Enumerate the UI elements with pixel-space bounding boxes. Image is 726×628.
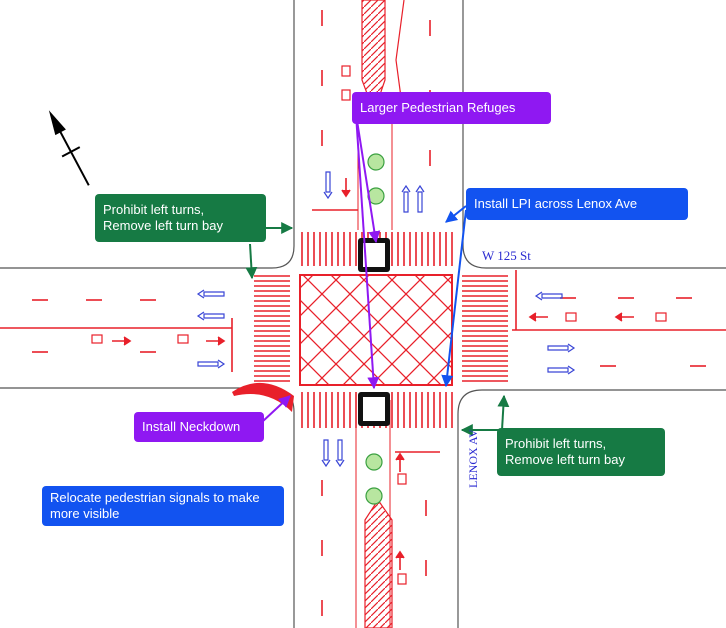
street-label-east-west: W 125 St (482, 248, 531, 263)
red-symbols (91, 65, 667, 585)
callout-prohibit-left-turns-southeast: Prohibit left turns, Remove left turn ba… (497, 428, 665, 476)
red-direction-arrows (112, 178, 634, 570)
callout-install-lpi: Install LPI across Lenox Ave (466, 188, 688, 220)
street-label-north-south: LENOX AV (466, 429, 480, 488)
crosswalk-east (462, 275, 508, 382)
blue-lane-arrows (196, 171, 576, 468)
callout-install-neckdown: Install Neckdown (134, 412, 264, 442)
north-arrow-icon (48, 110, 90, 186)
callout-pedestrian-refuges: Larger Pedestrian Refuges (352, 92, 551, 124)
callout-relocate-pedestrian-signals: Relocate pedestrian signals to make more… (42, 486, 284, 526)
box-junction (299, 274, 453, 386)
median-islands (355, 0, 405, 628)
callout-arrows (245, 113, 510, 436)
crosswalk-west (254, 275, 290, 382)
callout-prohibit-left-turns-northwest: Prohibit left turns, Remove left turn ba… (95, 194, 266, 242)
neckdown (232, 382, 294, 412)
